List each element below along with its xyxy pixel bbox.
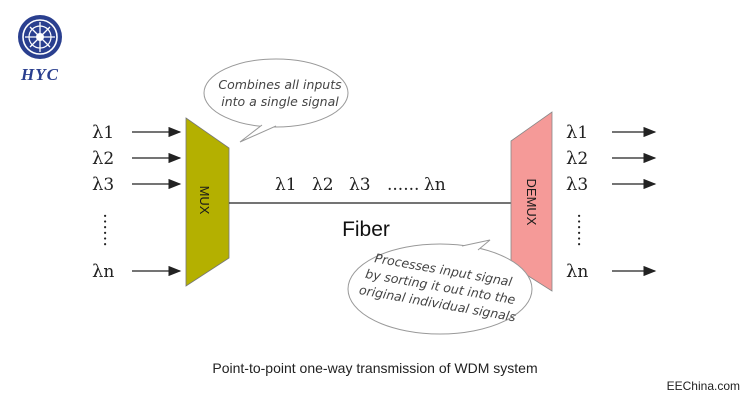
logo-text: HYC [20,65,59,84]
output-labels: λ1 λ2 λ3 λn …… [566,122,593,282]
signal-part: λ3 [349,175,371,195]
signal-part: ...... [387,175,419,195]
input-label: λ2 [92,148,114,169]
demux-block: DEMUX [510,111,553,292]
input-arrows [132,126,182,277]
demux-label: DEMUX [524,179,539,226]
output-label: λ3 [566,174,588,195]
input-label: λ1 [92,122,114,143]
output-label: λn [566,261,588,282]
output-label: λ2 [566,148,588,169]
demux-shape [510,111,553,292]
fiber-label: Fiber [342,218,390,241]
mux-shape [185,117,230,287]
input-ellipsis: …… [99,213,119,247]
mux-speech-bubble: Combines all inputs into a single signal [203,58,349,143]
fiber-signal-label: λ1 λ2 λ3 ...... λn [275,175,446,195]
demux-speech-bubble: Processes input signal by sorting it out… [347,239,533,335]
input-label: λ3 [92,174,114,195]
source-credit: EEChina.com [667,379,740,393]
input-label: λn [92,261,114,282]
output-arrows [612,126,657,277]
figure-caption: Point-to-point one-way transmission of W… [212,360,537,376]
output-ellipsis: …… [573,213,593,247]
signal-part: λn [424,175,446,195]
mux-label: MUX [197,186,212,215]
logo: HYC [18,15,62,84]
input-labels: λ1 λ2 λ3 λn …… [92,122,119,282]
output-label: λ1 [566,122,588,143]
signal-part: λ2 [312,175,334,195]
signal-part: λ1 [275,175,297,195]
mux-bubble-line-2: into a single signal [221,94,339,109]
mux-block: MUX [185,117,230,287]
mux-bubble-line-1: Combines all inputs [218,77,342,92]
